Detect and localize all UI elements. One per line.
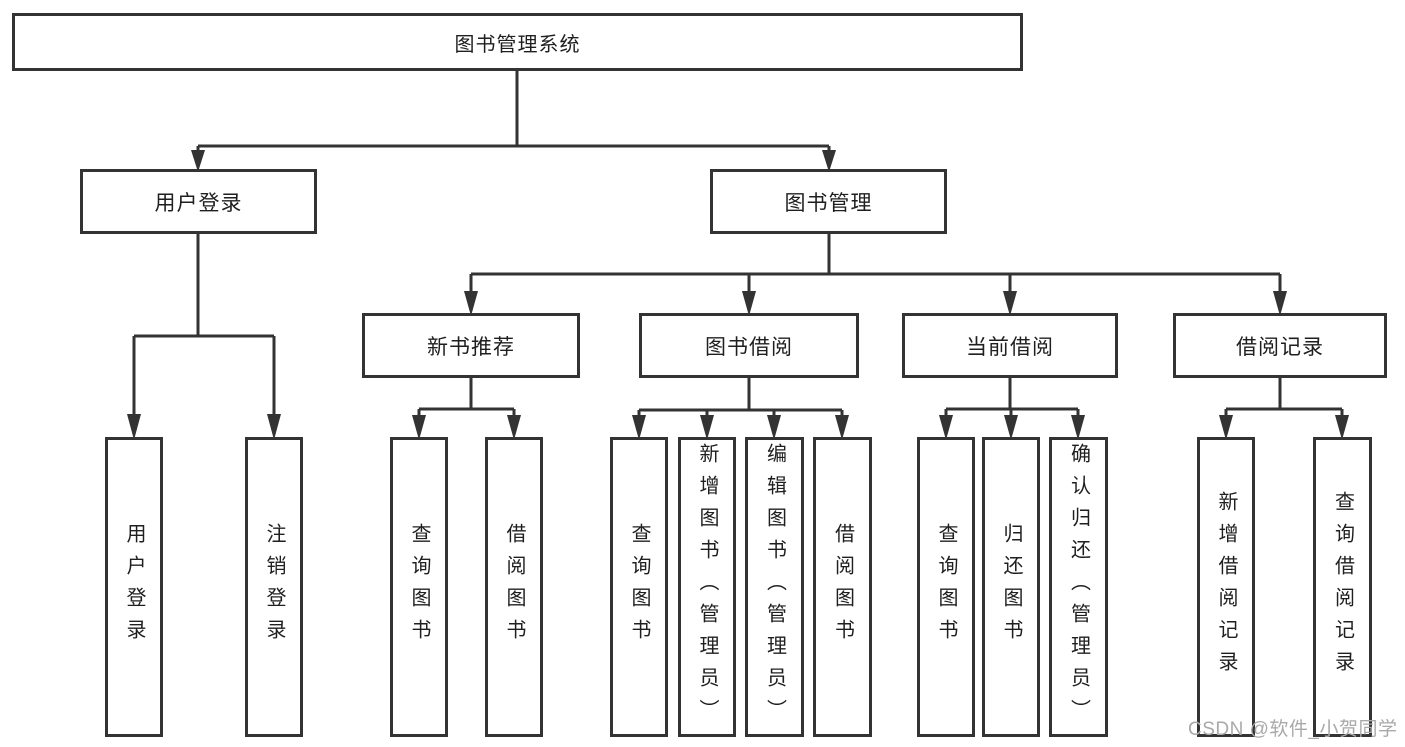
node-label: 新增借阅记录 (1215, 491, 1237, 683)
node-label: 用户登录 (123, 523, 145, 651)
leaf-query-books-current: 查询图书 (917, 437, 975, 737)
node-label: 图书借阅 (705, 335, 793, 359)
node-label: 查询借阅记录 (1331, 491, 1354, 683)
leaf-return-books: 归还图书 (982, 437, 1040, 737)
node-library-management-system: 图书管理系统 (12, 13, 1023, 71)
leaf-user-login: 用户登录 (105, 437, 163, 737)
node-label: 用户登录 (154, 191, 243, 215)
leaf-add-books-admin: 新增图书（管理员） (678, 437, 736, 737)
leaf-logout: 注销登录 (245, 437, 303, 737)
leaf-query-borrow-record: 查询借阅记录 (1313, 437, 1372, 737)
node-label: 当前借阅 (966, 335, 1054, 359)
leaf-borrow-books-recommend: 借阅图书 (485, 437, 543, 737)
node-label: 借阅图书 (503, 523, 525, 651)
node-label: 图书管理系统 (454, 33, 581, 56)
leaf-query-books-borrowing: 查询图书 (610, 437, 668, 737)
leaf-query-books-recommend: 查询图书 (390, 437, 448, 737)
node-label: 借阅记录 (1236, 335, 1324, 359)
node-borrowing-records: 借阅记录 (1173, 313, 1387, 378)
node-label: 图书管理 (784, 191, 873, 215)
arrowhead-icons (127, 150, 1349, 440)
node-label: 归还图书 (1000, 523, 1022, 651)
node-label: 借阅图书 (831, 523, 854, 651)
csdn-watermark: CSDN @软件_小贺同学 (1188, 719, 1398, 740)
node-label: 新增图书（管理员） (696, 443, 718, 731)
node-current-borrowing: 当前借阅 (902, 313, 1118, 378)
node-label: 编辑图书（管理员） (763, 443, 786, 731)
node-label: 注销登录 (263, 523, 285, 651)
node-label: 确认归还（管理员） (1067, 443, 1090, 731)
leaf-edit-books-admin: 编辑图书（管理员） (745, 437, 804, 737)
node-label: 查询图书 (628, 523, 650, 651)
node-label: 查询图书 (935, 523, 957, 651)
node-book-management: 图书管理 (710, 169, 947, 234)
node-label: 查询图书 (408, 523, 430, 651)
node-new-book-recommendation: 新书推荐 (362, 313, 580, 378)
leaf-confirm-return-admin: 确认归还（管理员） (1049, 437, 1108, 737)
node-book-borrowing: 图书借阅 (639, 313, 859, 378)
leaf-add-borrow-record: 新增借阅记录 (1197, 437, 1255, 737)
node-label: 新书推荐 (427, 335, 515, 359)
leaf-borrow-books: 借阅图书 (813, 437, 872, 737)
node-user-login: 用户登录 (80, 169, 317, 234)
